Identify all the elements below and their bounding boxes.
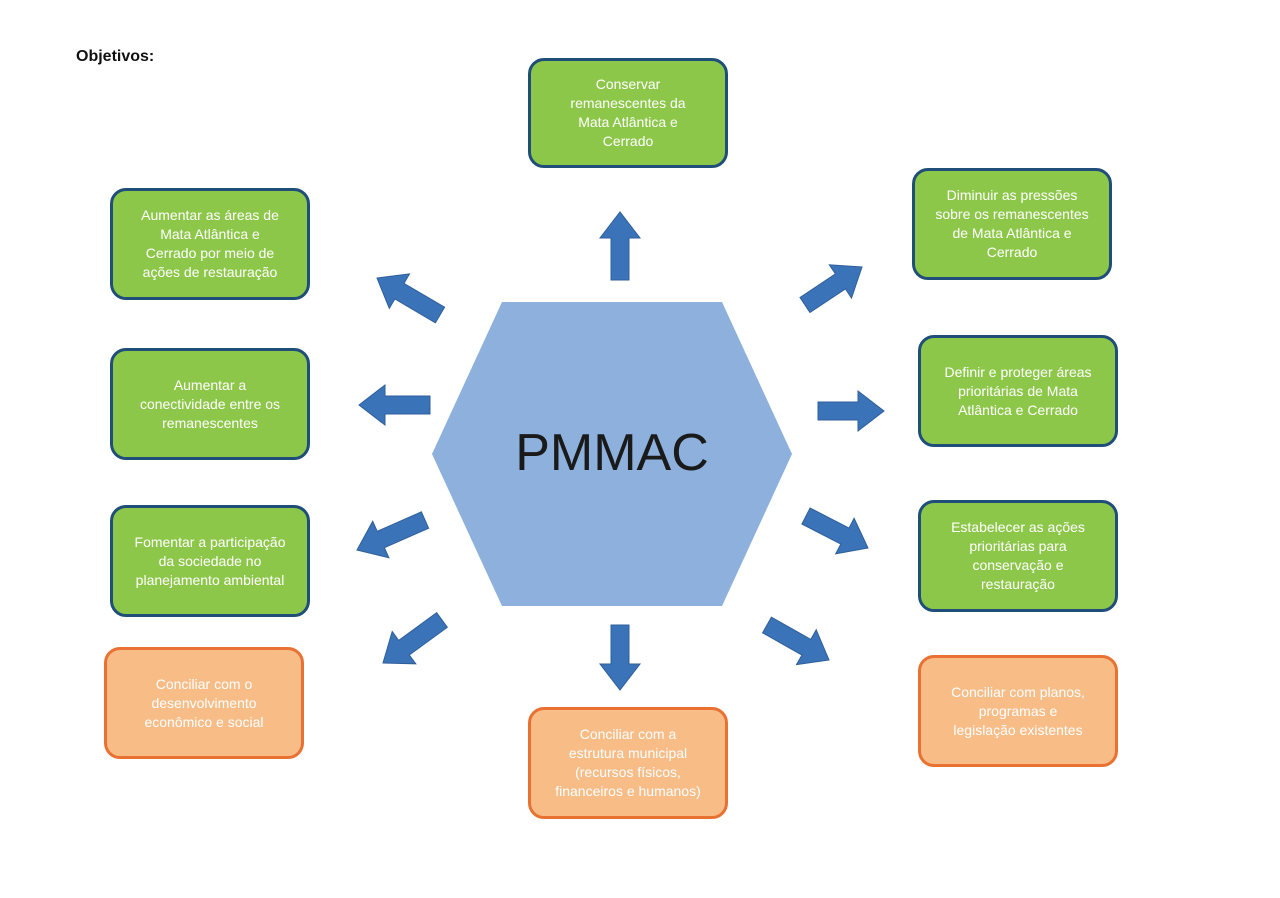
objective-right: Definir e proteger áreas prioritárias de… — [918, 335, 1118, 447]
arrow-down-right-2-icon — [761, 616, 830, 666]
objective-bottom: Conciliar com a estrutura municipal (rec… — [528, 707, 728, 819]
arrow-left-down-icon — [356, 511, 430, 559]
page-title: Objetivos: — [76, 48, 155, 65]
objective-top-right: Diminuir as pressões sobre os remanescen… — [912, 168, 1112, 280]
arrow-up-right-icon — [799, 264, 863, 314]
objective-lower-right: Estabelecer as ações prioritárias para c… — [918, 500, 1118, 612]
arrow-right-icon — [817, 389, 885, 433]
arrow-down-left-icon — [382, 612, 448, 665]
arrow-up-icon — [598, 211, 642, 281]
objective-top: Conservar remanescentes da Mata Atlântic… — [528, 58, 728, 168]
objective-top-left: Aumentar as áreas de Mata Atlântica e Ce… — [110, 188, 310, 300]
center-hexagon — [432, 302, 792, 606]
objective-left: Aumentar a conectividade entre os remane… — [110, 348, 310, 460]
arrow-up-left-icon — [376, 273, 446, 324]
objective-lower-left: Fomentar a participação da sociedade no … — [110, 505, 310, 617]
center-label: PMMAC — [515, 424, 709, 482]
arrow-left-icon — [358, 383, 431, 427]
arrow-down-right-icon — [801, 507, 869, 555]
arrow-down-icon — [598, 624, 642, 691]
objective-bottom-right: Conciliar com planos, programas e legisl… — [918, 655, 1118, 767]
objective-bottom-left: Conciliar com o desenvolvimento econômic… — [104, 647, 304, 759]
